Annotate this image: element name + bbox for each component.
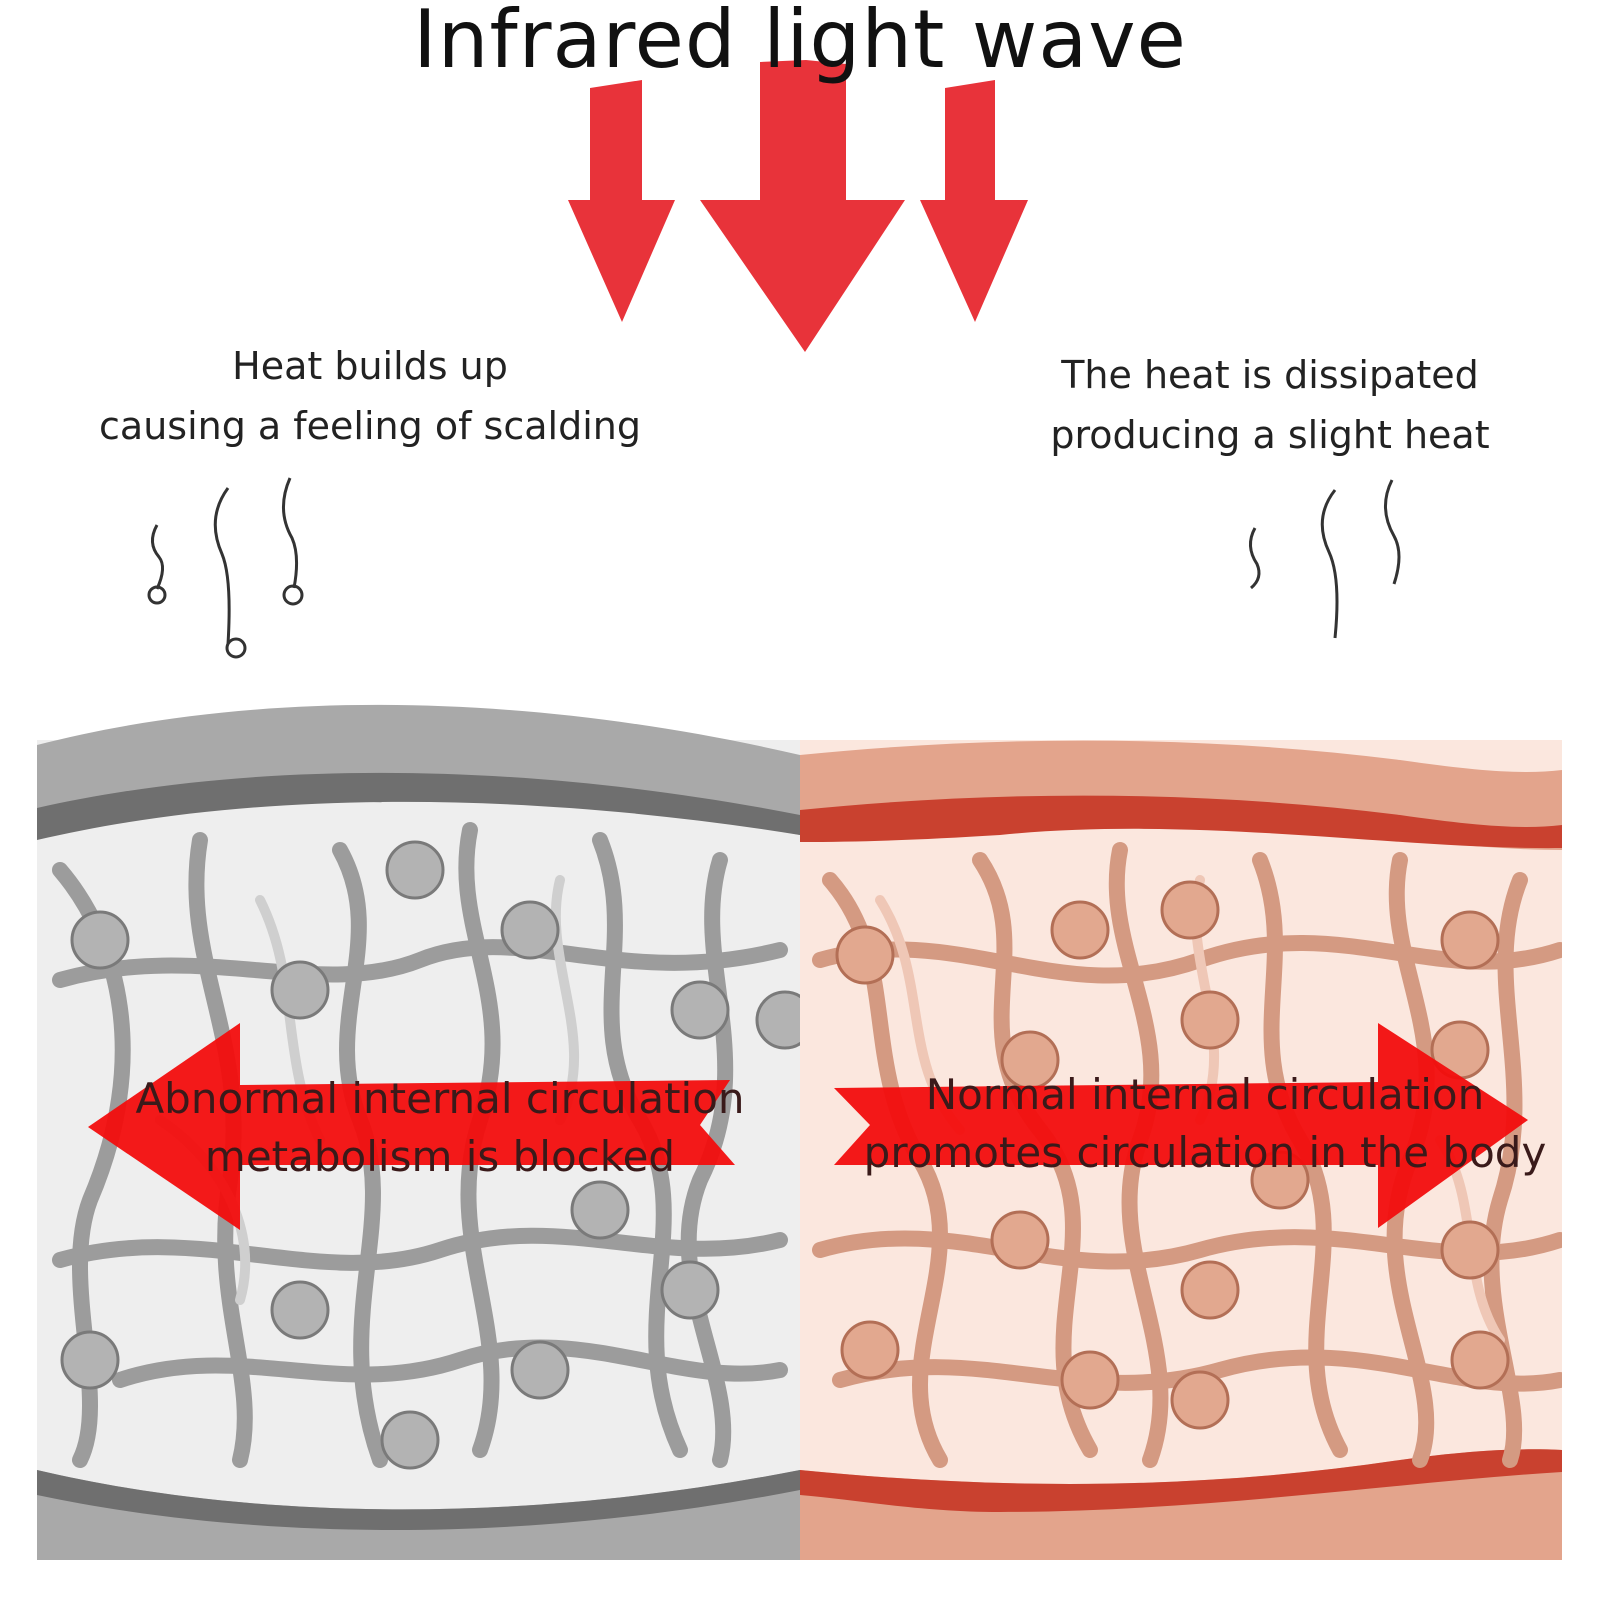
right-caption-line2: producing a slight heat bbox=[1050, 413, 1490, 457]
right-heat-wisps bbox=[1249, 479, 1401, 639]
left-band-line1: Abnormal internal circulation bbox=[135, 1074, 745, 1123]
diagram-title: Infrared light wave bbox=[413, 0, 1187, 86]
right-band-line1: Normal internal circulation bbox=[925, 1070, 1485, 1119]
down-arrow-right bbox=[920, 80, 1028, 322]
left-caption-line2: causing a feeling of scalding bbox=[99, 404, 641, 448]
right-caption: The heat is dissipated producing a sligh… bbox=[985, 345, 1555, 465]
left-band-line2: metabolism is blocked bbox=[204, 1132, 676, 1181]
right-band-label: Normal internal circulation promotes cir… bbox=[830, 1066, 1580, 1182]
right-band-line2: promotes circulation in the body bbox=[863, 1128, 1547, 1177]
down-arrow-center bbox=[700, 60, 905, 352]
down-arrow-left bbox=[568, 80, 675, 322]
left-caption-line1: Heat builds up bbox=[232, 344, 508, 388]
right-caption-line1: The heat is dissipated bbox=[1061, 353, 1479, 397]
left-pointing-arrow bbox=[88, 1023, 735, 1230]
left-band-label: Abnormal internal circulation metabolism… bbox=[80, 1070, 800, 1186]
left-heat-wisps bbox=[147, 477, 304, 659]
left-caption: Heat builds up causing a feeling of scal… bbox=[20, 336, 720, 456]
right-pointing-arrow bbox=[834, 1023, 1528, 1228]
infrared-arrows bbox=[568, 60, 1028, 352]
